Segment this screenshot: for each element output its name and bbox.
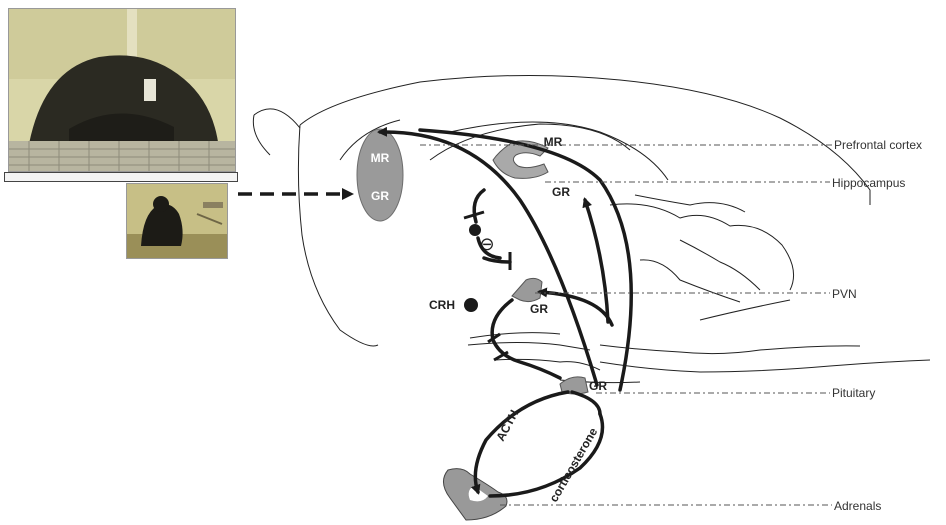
corticosterone-label: corticosterone <box>546 425 600 504</box>
crh-label: CRH <box>429 298 455 312</box>
label-adrenals: Adrenals <box>834 499 881 513</box>
crh-dot <box>464 298 478 312</box>
pvn-receptor-shape <box>512 278 542 301</box>
hippocampus-gr-label: GR <box>552 185 570 199</box>
label-hippocampus: Hippocampus <box>832 176 905 190</box>
cortex-gr-label: GR <box>371 189 389 203</box>
brain-outline <box>253 75 930 382</box>
cortex-mr-label: MR <box>371 151 390 165</box>
label-pituitary: Pituitary <box>832 386 875 400</box>
hippocampus-receptor-shape <box>493 141 548 179</box>
label-prefrontal-cortex: Prefrontal cortex <box>834 138 922 152</box>
cortex-receptor-blob <box>357 129 403 221</box>
pvn-gr-label: GR <box>530 302 548 316</box>
hippocampus-mr-label: MR <box>544 135 563 149</box>
label-pvn: PVN <box>832 287 857 301</box>
